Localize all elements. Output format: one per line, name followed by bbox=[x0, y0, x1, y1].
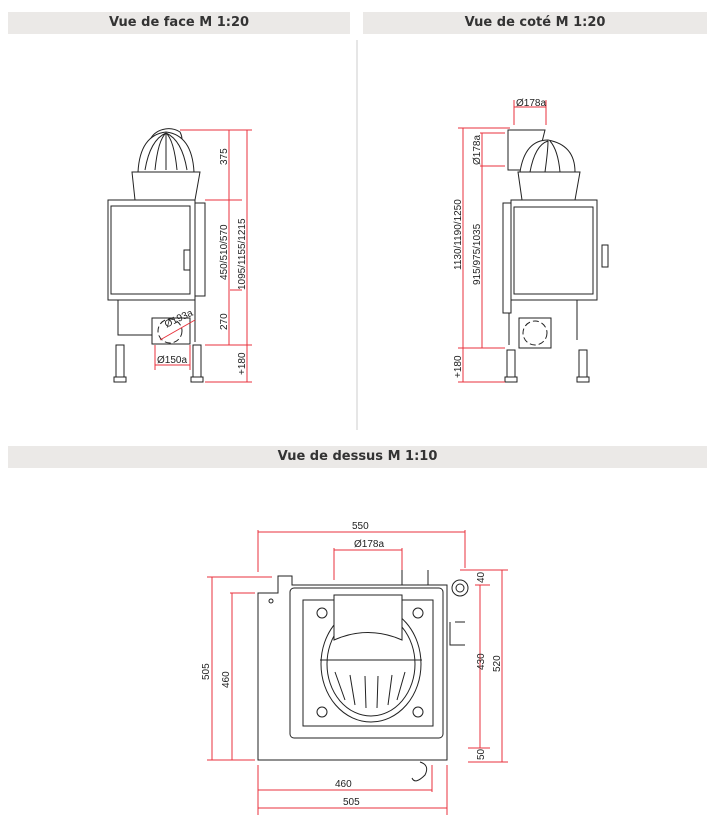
dim-1130: 1130/1190/1250 bbox=[453, 199, 464, 270]
dim-430: 430 bbox=[476, 653, 487, 670]
side-dim-180: +180 bbox=[453, 355, 464, 378]
dim-505-width: 505 bbox=[343, 797, 360, 808]
dim-50: 50 bbox=[476, 748, 487, 760]
dim-460-width: 460 bbox=[335, 779, 352, 790]
dim-460-height: 460 bbox=[221, 671, 232, 688]
dim-270: 270 bbox=[219, 313, 230, 330]
dim-915: 915/975/1035 bbox=[472, 223, 483, 285]
dim-450: 450/510/570 bbox=[219, 224, 230, 280]
side-view-drawing: Ø178a Ø178a 1130/1190/1250 915/975/1035 … bbox=[453, 98, 609, 383]
dim-1095: 1095/1155/1215 bbox=[237, 218, 248, 290]
top-view-drawing: 550 Ø178a 505 460 40 430 520 50 460 505 bbox=[201, 521, 508, 815]
side-flue-side: Ø178a bbox=[472, 135, 483, 165]
dim-375: 375 bbox=[219, 148, 230, 165]
dim-520: 520 bbox=[492, 655, 503, 672]
dim-550: 550 bbox=[352, 521, 369, 532]
side-view-header: Vue de coté M 1:20 bbox=[363, 12, 707, 34]
dim-505-height: 505 bbox=[201, 663, 212, 680]
dim-180: +180 bbox=[237, 352, 248, 375]
side-flue-top: Ø178a bbox=[516, 98, 546, 109]
air-diameter: Ø150a bbox=[157, 355, 187, 366]
front-view-drawing: 375 450/510/570 1095/1155/1215 270 +180 … bbox=[107, 128, 252, 383]
top-view-header: Vue de dessus M 1:10 bbox=[8, 446, 707, 468]
top-flue-diameter: Ø178a bbox=[354, 539, 384, 550]
dim-40: 40 bbox=[476, 571, 487, 583]
front-view-header: Vue de face M 1:20 bbox=[8, 12, 350, 34]
